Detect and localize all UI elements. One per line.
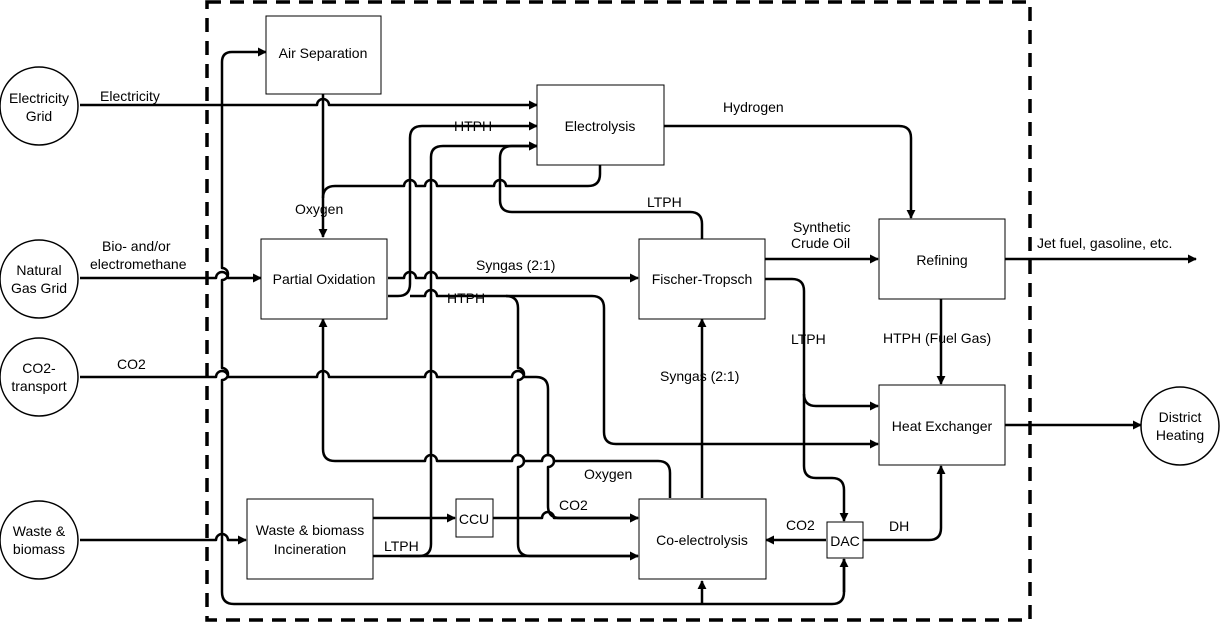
natural-gas-grid-node [0,239,79,319]
co2-transport-flow-label: CO2 [117,356,146,372]
htph-to-electrolysis-arrow [388,121,538,298]
electricity-grid-node [0,66,79,146]
refining-label: Refining [916,252,967,268]
heat-exchanger-box [878,384,1006,466]
refining-box [878,218,1006,300]
external-nodes: Electricity Grid Natural Gas Grid CO2- t… [0,66,1220,580]
district-heating-node [1140,386,1220,466]
dac-dh-to-heat-exchanger-arrow [863,465,946,542]
jet-fuel-flow-label: Jet fuel, gasoline, etc. [1037,235,1172,251]
ltph-to-electrolysis-arrow [400,141,538,558]
dac-label: DAC [830,533,860,549]
htph-top-flow-label: HTPH [454,118,492,134]
electricity-to-air-separation-arrow [220,47,267,105]
electricity-grid-label-line2: Grid [26,108,52,124]
electricity-flow-label: Electricity [100,88,160,104]
electrolysis-label: Electrolysis [565,118,636,134]
waste-to-incineration-arrow [80,532,247,545]
co-electrolysis-box [638,498,767,580]
co-electrolysis-label: Co-electrolysis [656,532,748,548]
ltph-bottom-flow-label: LTPH [384,538,419,554]
waste-incineration-label-line2: Incineration [274,541,346,557]
partial-oxidation-label: Partial Oxidation [273,271,376,287]
district-heating-label-line2: Heating [1156,427,1204,443]
methane-to-partial-oxidation-arrow [80,270,262,283]
syngas-to-fischer-tropsch-arrow [388,270,639,283]
fischer-tropsch-box [638,238,766,320]
syngas-vertical-flow-label: Syngas (2:1) [660,368,739,384]
ccu-to-co-electrolysis-arrow [493,510,639,523]
ltph-right-flow-label: LTPH [791,331,826,347]
oxygen-bottom-flow-label: Oxygen [584,466,632,482]
co2-transport-label-line2: transport [11,378,66,394]
dh-flow-label: DH [889,518,909,534]
htph-mid-flow-label: HTPH [447,290,485,306]
hydrogen-to-refining-arrow [664,124,916,219]
oxygen-top-flow-label: Oxygen [295,201,343,217]
htph-fuel-gas-flow-label: HTPH (Fuel Gas) [883,330,991,346]
syngas-horizontal-flow-label: Syngas (2:1) [476,257,555,273]
air-separation-box [265,15,382,95]
air-separation-label: Air Separation [279,45,368,61]
flow-labels: Electricity Hydrogen HTPH Oxygen LTPH Bi… [90,88,1172,554]
natural-gas-grid-label-line2: Gas Grid [11,280,67,296]
oxygen-return-to-partial-oxidation-arrow [318,318,672,498]
district-heating-label-line1: District [1159,409,1202,425]
heat-exchanger-label: Heat Exchanger [892,418,993,434]
flow-lines [80,47,1197,606]
ccu-label: CCU [459,511,489,527]
fischer-tropsch-label: Fischer-Tropsch [652,271,753,287]
co2-transport-node [0,337,79,417]
synthetic-crude-flow-label-line2: Crude Oil [791,235,850,251]
ltph-to-heat-exchanger-arrow [765,277,879,411]
waste-biomass-node [0,500,79,580]
ltph-top-flow-label: LTPH [647,194,682,210]
waste-biomass-label-line2: biomass [13,541,65,557]
electrolysis-box [536,84,665,166]
co2-dac-flow-label: CO2 [786,517,815,533]
dac-box [826,521,864,559]
co2-ccu-flow-label: CO2 [559,497,588,513]
synthetic-crude-flow-label-line1: Synthetic [793,219,851,235]
ltph-ft-to-electrolysis-arrow [498,141,704,239]
waste-incineration-label-line1: Waste & biomass [256,522,364,538]
partial-oxidation-box [260,238,388,320]
electricity-grid-label-line1: Electricity [9,90,69,106]
ltph-to-dac-arrow [802,394,849,522]
waste-incineration-box [246,498,374,580]
waste-biomass-label-line1: Waste & [13,523,66,539]
hydrogen-flow-label: Hydrogen [723,99,784,115]
process-boxes: Air Separation Electrolysis Partial Oxid… [246,15,1006,580]
co2-transport-to-co-electrolysis-arrow [80,369,639,523]
htph-to-heat-exchanger-arrow [410,288,879,449]
biomethane-flow-label-line1: Bio- and/or [102,238,171,254]
ccu-box [455,498,494,538]
system-boundary [205,0,1032,622]
biomethane-flow-label-line2: electromethane [90,256,187,272]
co2-transport-label-line1: CO2- [22,360,56,376]
electrolysis-oxygen-line [321,165,602,199]
natural-gas-grid-label-line1: Natural [16,262,61,278]
